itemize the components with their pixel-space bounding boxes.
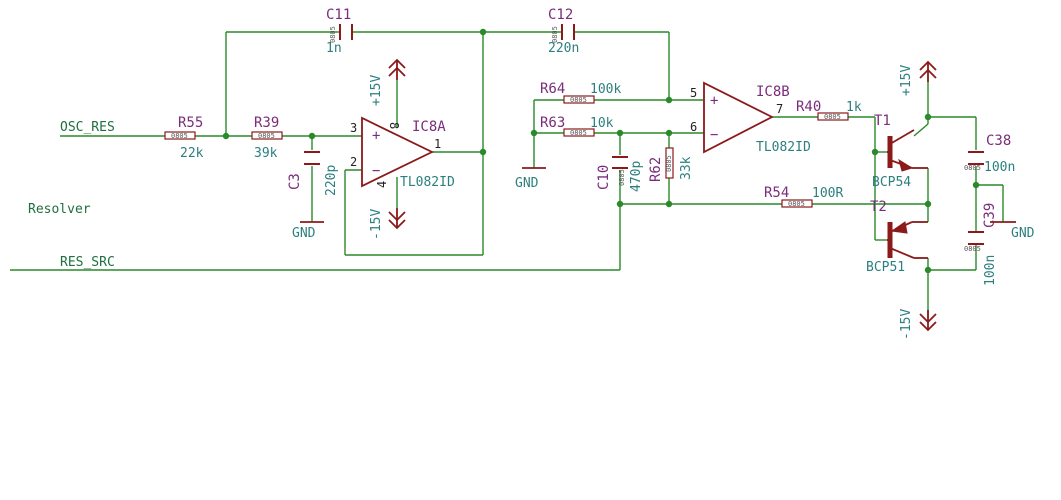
net-label-osc-res: OSC_RES [60, 120, 115, 135]
resistor-r64: 0805 R64 100k [540, 81, 621, 104]
r40-footprint: 0805 [824, 113, 841, 121]
ic8a-pin-vcc: 8 [387, 122, 401, 129]
c11-value: 1n [326, 41, 342, 56]
ic8b-pin-plus: 5 [690, 86, 697, 100]
t1-pos-supply-label: +15V [899, 65, 914, 96]
r63-footprint: 0805 [570, 129, 587, 137]
r39-footprint: 0805 [258, 132, 275, 140]
r64-value: 100k [590, 82, 621, 97]
transistor-t2: T2 BCP51 [866, 199, 928, 275]
c10-footprint: 0805 [618, 169, 626, 186]
ground-symbol-c3: GND [292, 221, 324, 241]
ic8b-value: TL082ID [756, 140, 811, 155]
r64-name: R64 [540, 81, 565, 97]
c39-name: C39 [982, 203, 998, 228]
c12-name: C12 [548, 7, 573, 23]
ic8b-plus-sign: + [710, 93, 718, 109]
c38-footprint: 0805 [964, 164, 981, 172]
resistor-r40: 0805 R40 1k [796, 99, 862, 121]
r40-name: R40 [796, 99, 821, 115]
c11-name: C11 [326, 7, 351, 23]
sheet-label-resolver: Resolver [28, 202, 91, 217]
t1-name: T1 [874, 113, 891, 129]
opamp-ic8a: + − 3 2 1 8 4 IC8A TL082ID [350, 116, 455, 190]
ic8a-neg-supply-label: -15V [369, 209, 384, 240]
r54-footprint: 0805 [788, 200, 805, 208]
power-symbol-ic8a-pos: +15V [369, 58, 406, 106]
ground-symbol-ic8b: GND [515, 167, 546, 191]
resistor-r54: 0805 R54 100R [764, 185, 843, 208]
ic8a-pin-vee: 4 [375, 181, 389, 188]
t2-name: T2 [870, 199, 887, 215]
r62-name: R62 [648, 157, 664, 182]
resistor-r39: 0805 R39 39k [251, 115, 283, 161]
power-symbol-ic8a-neg: -15V [369, 208, 406, 240]
c11-footprint: 0805 [329, 26, 337, 43]
junctions [222, 28, 980, 274]
ic8b-minus-sign: − [710, 127, 718, 143]
r63-name: R63 [540, 115, 565, 131]
t2-value: BCP51 [866, 260, 905, 275]
wires [10, 31, 1004, 318]
ic8a-pin-minus: 2 [350, 155, 357, 169]
transistor-t1: T1 BCP54 [872, 113, 928, 190]
ic8a-value: TL082ID [400, 175, 455, 190]
ic8b-pin-minus: 6 [690, 120, 697, 134]
c12-value: 220n [548, 41, 579, 56]
r40-value: 1k [846, 100, 862, 115]
resistor-r62: 0805 R62 33k [648, 147, 694, 182]
power-symbol-t1-pos: +15V [899, 60, 937, 96]
r55-footprint: 0805 [171, 132, 188, 140]
ic8a-pin-plus: 3 [350, 121, 357, 135]
r64-footprint: 0805 [570, 96, 587, 104]
r62-value: 33k [679, 156, 694, 180]
capacitor-c38: C38 100n 0805 [964, 133, 1015, 175]
ic8a-pos-supply-label: +15V [369, 75, 384, 106]
capacitor-c39: C39 100n 0805 [964, 203, 998, 286]
capacitor-c12: C12 220n 0805 [548, 7, 579, 56]
r63-value: 10k [590, 116, 614, 131]
t1-value: BCP54 [872, 175, 911, 190]
resistor-r55: 0805 R55 22k [164, 115, 204, 161]
r54-name: R54 [764, 185, 789, 201]
c38-name: C38 [986, 133, 1011, 149]
r55-value: 22k [180, 146, 204, 161]
r39-value: 39k [254, 146, 278, 161]
r62-footprint: 0805 [665, 155, 673, 172]
ic8a-name: IC8A [412, 119, 446, 135]
t2-neg-supply-label: -15V [899, 309, 914, 340]
c39-footprint: 0805 [964, 245, 981, 253]
r39-name: R39 [254, 115, 279, 131]
ic8a-pin-out: 1 [434, 137, 441, 151]
ground-symbol-right: GND [990, 221, 1035, 241]
c10-value: 470p [629, 161, 644, 192]
gnd-label-right: GND [1011, 226, 1035, 241]
c38-value: 100n [984, 160, 1015, 175]
c3-name: C3 [287, 173, 303, 190]
capacitor-c10: C10 470p 0805 [596, 156, 644, 192]
opamp-ic8b: + − 5 6 7 IC8B TL082ID [690, 81, 811, 155]
ic8a-plus-sign: + [372, 128, 380, 144]
capacitor-c11: C11 1n 0805 [326, 7, 353, 56]
gnd-label-c3: GND [292, 226, 316, 241]
r54-value: 100R [812, 186, 843, 201]
c12-footprint: 0805 [551, 26, 559, 43]
net-label-res-src: RES_SRC [60, 255, 115, 270]
c3-value: 220p [324, 165, 339, 196]
c10-name: C10 [596, 165, 612, 190]
c39-value: 100n [983, 255, 998, 286]
capacitor-c3: C3 220p [287, 151, 339, 196]
ic8a-minus-sign: − [372, 163, 380, 179]
r55-name: R55 [178, 115, 203, 131]
ic8b-pin-out: 7 [776, 102, 783, 116]
resistor-r63: 0805 R63 10k [540, 115, 614, 137]
power-symbol-t2-neg: -15V [899, 309, 937, 340]
gnd-label-ic8b: GND [515, 176, 539, 191]
ic8b-name: IC8B [756, 84, 790, 100]
